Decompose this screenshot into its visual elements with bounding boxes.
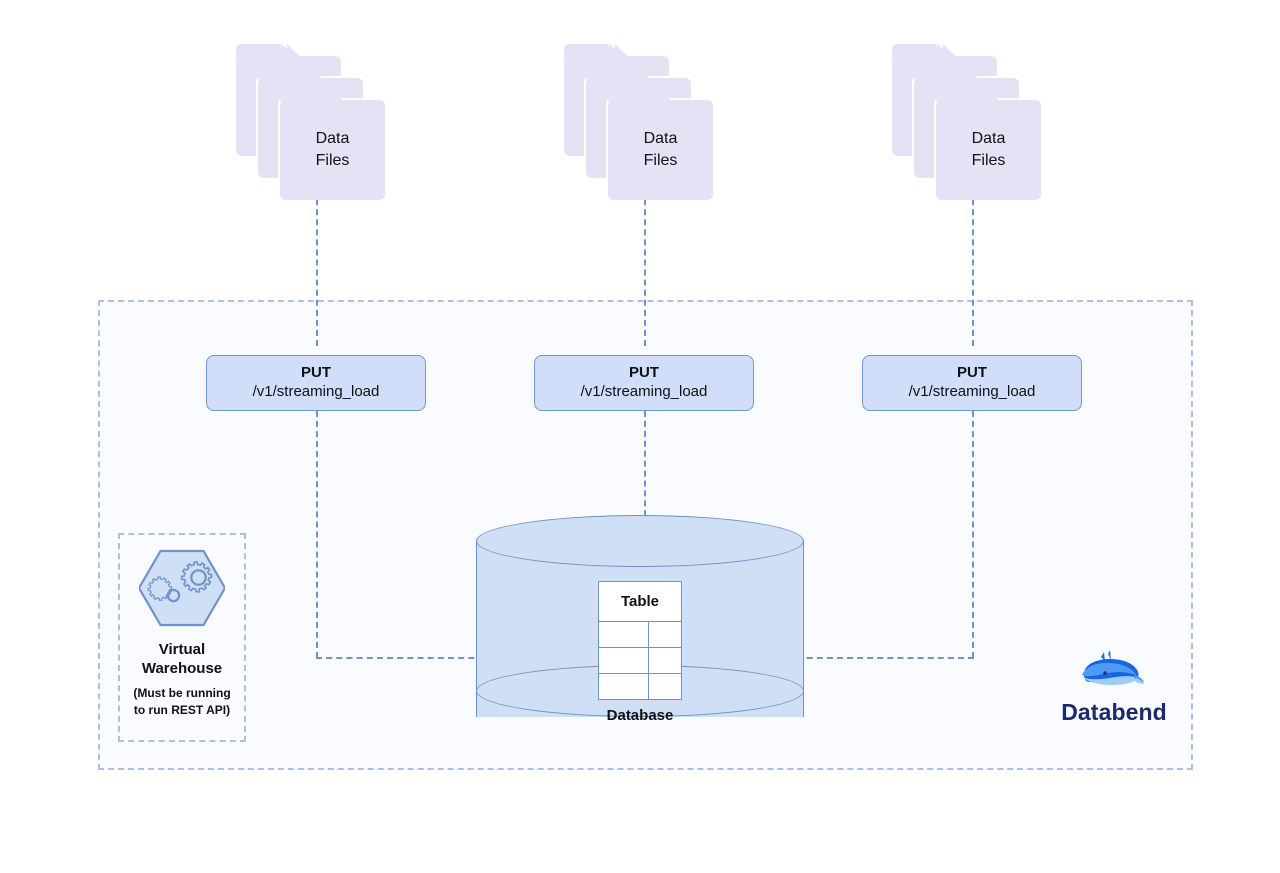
table-cell xyxy=(599,648,650,673)
data-files-label: Data Files xyxy=(280,100,385,200)
data-files-label: Data Files xyxy=(936,100,1041,200)
table-row xyxy=(599,622,681,648)
data-files-label-line2: Files xyxy=(315,152,350,169)
connector-source-1-to-put xyxy=(316,179,318,346)
folder-icon xyxy=(280,88,385,200)
table-row xyxy=(599,674,681,700)
databend-wordmark: Databend xyxy=(1061,699,1167,725)
table-header: Table xyxy=(599,582,681,622)
data-files-label-line1: Data xyxy=(971,130,1006,148)
gears-hexagon-icon xyxy=(137,549,227,632)
databend-brand: Databend xyxy=(1050,648,1178,726)
data-files-stack-1: Data Files xyxy=(236,44,386,200)
endpoint-box-1[interactable]: PUT /v1/streaming_load xyxy=(206,355,426,411)
virtual-warehouse-title-line2: Warehouse xyxy=(141,660,223,678)
connector-source-3-to-put xyxy=(972,179,974,346)
connector-put-3-to-table xyxy=(706,657,974,659)
table-cell xyxy=(649,648,681,673)
data-files-label: Data Files xyxy=(608,100,713,200)
endpoint-method-2: PUT xyxy=(629,364,659,382)
connector-put-3-down xyxy=(972,411,974,658)
table-cell xyxy=(649,674,681,700)
endpoint-method-3: PUT xyxy=(957,364,987,382)
connector-put-1-down xyxy=(316,411,318,658)
database-label: Database xyxy=(606,707,674,724)
whale-icon xyxy=(1078,648,1150,695)
endpoint-path-2: /v1/streaming_load xyxy=(580,383,708,400)
folder-icon xyxy=(936,88,1041,200)
endpoint-box-3[interactable]: PUT /v1/streaming_load xyxy=(862,355,1082,411)
data-files-label-line2: Files xyxy=(971,152,1006,169)
table-cell xyxy=(649,622,681,647)
virtual-warehouse-note-line1: (Must be running xyxy=(133,686,231,701)
connector-put-2-down xyxy=(644,411,646,556)
endpoint-method-1: PUT xyxy=(301,364,331,382)
table-grid[interactable]: Table xyxy=(598,581,682,700)
data-files-label-line1: Data xyxy=(643,130,678,148)
folder-icon xyxy=(608,88,713,200)
connector-source-2-to-put xyxy=(644,179,646,346)
endpoint-box-2[interactable]: PUT /v1/streaming_load xyxy=(534,355,754,411)
virtual-warehouse-group: Virtual Warehouse (Must be running to ru… xyxy=(118,533,246,742)
virtual-warehouse-title: Virtual Warehouse xyxy=(142,640,222,678)
connector-put-1-to-table xyxy=(316,657,586,659)
table-cell xyxy=(599,622,650,647)
cylinder-top xyxy=(476,515,804,567)
virtual-warehouse-note-line2: to run REST API) xyxy=(133,703,231,718)
data-files-label-line1: Data xyxy=(315,130,350,148)
data-files-stack-3: Data Files xyxy=(892,44,1042,200)
endpoint-path-3: /v1/streaming_load xyxy=(908,383,1036,400)
virtual-warehouse-title-line1: Virtual xyxy=(158,641,206,658)
data-files-label-line2: Files xyxy=(643,152,678,169)
table-row xyxy=(599,648,681,674)
virtual-warehouse-note: (Must be running to run REST API) xyxy=(133,685,230,719)
endpoint-path-1: /v1/streaming_load xyxy=(252,383,380,400)
table-cell xyxy=(599,674,650,700)
data-files-stack-2: Data Files xyxy=(564,44,714,200)
